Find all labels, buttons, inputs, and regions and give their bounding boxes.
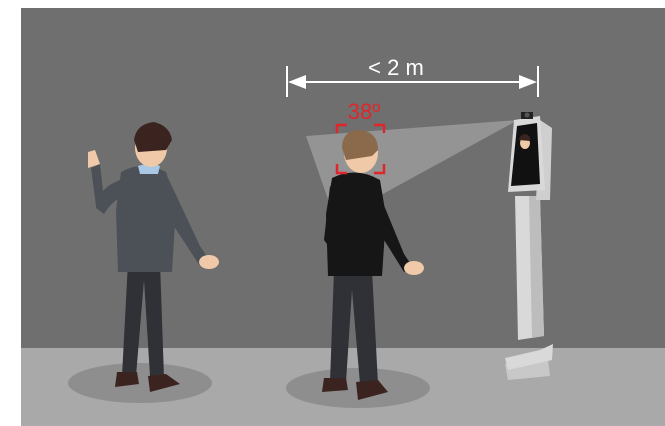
left-person-shadow xyxy=(68,363,212,403)
distance-label: < 2 m xyxy=(368,55,424,80)
temperature-label: 38º xyxy=(348,99,381,124)
camera-icon xyxy=(525,113,530,118)
